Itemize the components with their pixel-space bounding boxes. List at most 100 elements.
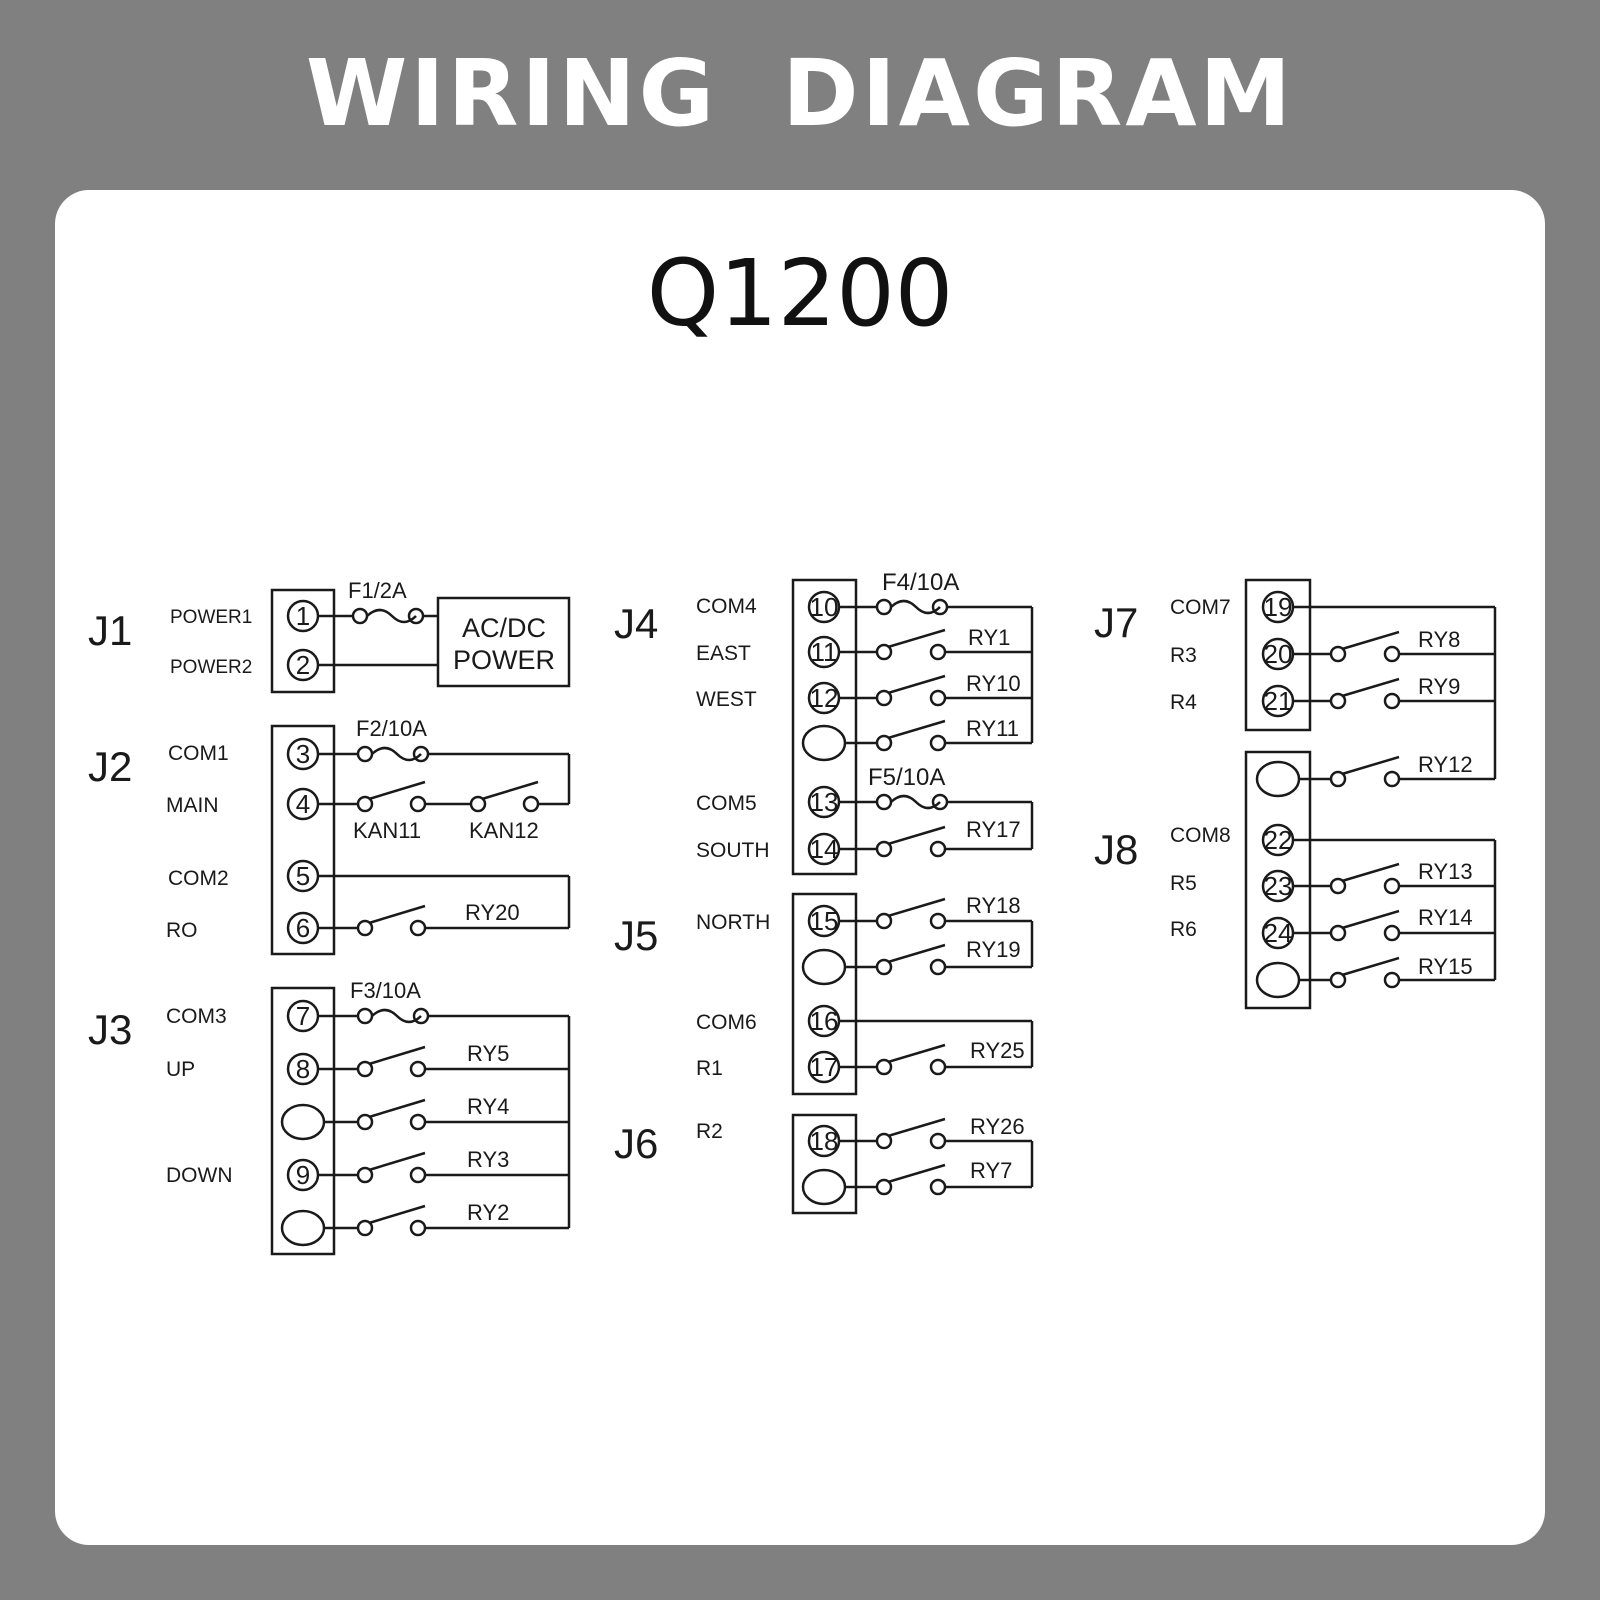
- terminal-13-label: 13: [810, 787, 839, 817]
- terminal-18-label: 18: [810, 1126, 839, 1156]
- ry2-label: RY2: [467, 1200, 509, 1225]
- ry19-label: RY19: [966, 937, 1021, 962]
- terminal-1-label: 1: [296, 601, 310, 631]
- fuse-f4: [890, 599, 941, 615]
- terminal-5-label: 5: [296, 861, 310, 891]
- terminal-3-label: 3: [296, 739, 310, 769]
- ry26-label: RY26: [970, 1114, 1025, 1139]
- signal-power2: POWER2: [170, 657, 252, 678]
- j4-label: J4: [614, 600, 658, 647]
- ry17-switch: [887, 825, 946, 846]
- ry20-label: RY20: [465, 900, 520, 925]
- j7-label: J7: [1094, 599, 1138, 646]
- ry2-switch: [368, 1204, 426, 1225]
- signal-north: NORTH: [696, 911, 770, 934]
- signal-west: WEST: [696, 688, 757, 711]
- signal-com3: COM3: [166, 1005, 227, 1028]
- ry1-switch: [887, 628, 946, 649]
- terminal-6-label: 6: [296, 913, 310, 943]
- j4-terminal-block: [791, 578, 858, 876]
- ry15-label: RY15: [1418, 954, 1473, 979]
- kan11-label: KAN11: [353, 818, 421, 843]
- ry14-label: RY14: [1418, 905, 1473, 930]
- ry26-switch: [887, 1117, 946, 1138]
- j8-block: [1244, 750, 1497, 1010]
- ry7-switch: [887, 1163, 946, 1184]
- signal-r1: R1: [696, 1057, 723, 1080]
- ac-dc-label: AC/DC: [462, 613, 546, 643]
- terminal-7-label: 7: [296, 1001, 310, 1031]
- header-title: WIRING DIAGRAM: [305, 40, 1295, 147]
- j2-terminal-block: [270, 724, 336, 956]
- ry3-label: RY3: [467, 1147, 509, 1172]
- ry11-switch: [887, 719, 946, 740]
- ry13-label: RY13: [1418, 859, 1473, 884]
- terminal-unnumbered: [801, 1168, 847, 1206]
- signal-com5: COM5: [696, 792, 757, 815]
- j1-label: J1: [88, 607, 132, 654]
- j5-terminal-block: [791, 892, 858, 1096]
- j6-block: [791, 1113, 1034, 1215]
- j8-terminal-block: [1244, 750, 1312, 1010]
- j5-block: [791, 892, 1034, 1096]
- ry12-label: RY12: [1418, 752, 1473, 777]
- terminal-15-label: 15: [810, 906, 839, 936]
- kan12-switch: [481, 780, 539, 801]
- ry10-label: RY10: [966, 671, 1021, 696]
- j1-fuse-node-left: [351, 607, 369, 625]
- ry4-switch: [368, 1098, 426, 1119]
- ry3-switch: [368, 1151, 426, 1172]
- ry12-switch: [1341, 755, 1400, 776]
- model-title: Q1200: [646, 240, 954, 347]
- signal-main: MAIN: [166, 794, 219, 817]
- ry9-switch: [1341, 677, 1400, 698]
- terminal-24-label: 24: [1264, 918, 1293, 948]
- ry18-label: RY18: [966, 893, 1021, 918]
- fuse-f3: [371, 1008, 422, 1024]
- terminal-unnumbered: [801, 948, 847, 986]
- signal-com6: COM6: [696, 1011, 757, 1034]
- terminal-19-label: 19: [1264, 592, 1293, 622]
- signal-power1: POWER1: [170, 607, 252, 628]
- terminal-4-label: 4: [296, 789, 310, 819]
- ry25-switch: [887, 1043, 946, 1064]
- fuse-f2-label: F2/10A: [356, 716, 427, 741]
- j8-label: J8: [1094, 826, 1138, 873]
- ry8-label: RY8: [1418, 627, 1460, 652]
- j4-block: [791, 578, 1034, 876]
- ry7-label: RY7: [970, 1158, 1012, 1183]
- fuse-f1-label: F1/2A: [348, 578, 407, 603]
- terminal-22-label: 22: [1264, 825, 1293, 855]
- fuse-f3-label: F3/10A: [350, 978, 421, 1003]
- ac-dc-power-box: [436, 596, 571, 688]
- terminal-20-label: 20: [1264, 639, 1293, 669]
- j6-terminal-block: [791, 1113, 858, 1215]
- kan11-switch: [368, 780, 426, 801]
- terminal-unnumbered: [1255, 961, 1301, 999]
- fuse-f4-label: F4/10A: [882, 569, 959, 596]
- signal-r5: R5: [1170, 872, 1197, 895]
- ry13-switch: [1341, 862, 1400, 883]
- j2-block: [270, 724, 571, 956]
- fuse-f1: [366, 608, 417, 624]
- power-label: POWER: [453, 645, 555, 675]
- ry25-label: RY25: [970, 1038, 1025, 1063]
- terminal-unnumbered: [280, 1103, 326, 1141]
- kan12-label: KAN12: [469, 818, 539, 843]
- ry9-label: RY9: [1418, 674, 1460, 699]
- ry10-switch: [887, 674, 946, 695]
- ry4-label: RY4: [467, 1094, 509, 1119]
- ry5-label: RY5: [467, 1041, 509, 1066]
- signal-com2: COM2: [168, 867, 229, 890]
- j3-label: J3: [88, 1006, 132, 1053]
- ry17-label: RY17: [966, 817, 1021, 842]
- ry20-switch: [368, 904, 426, 925]
- fuse-f5: [890, 794, 941, 810]
- terminal-21-label: 21: [1264, 686, 1293, 716]
- ry5-switch: [368, 1045, 426, 1066]
- terminal-2-label: 2: [296, 650, 310, 680]
- terminal-8-label: 8: [296, 1054, 310, 1084]
- ry1-label: RY1: [968, 625, 1010, 650]
- terminal-14-label: 14: [810, 834, 839, 864]
- j3-block: [270, 986, 571, 1256]
